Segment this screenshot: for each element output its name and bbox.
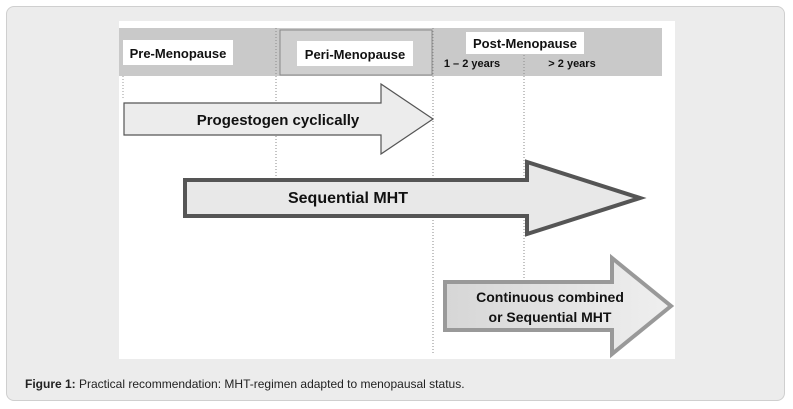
pre-menopause-label: Pre-Menopause [130,46,227,61]
post-menopause-box [466,32,584,54]
progestogen-arrow [123,82,435,156]
progestogen-arrow-label: Progestogen cyclically [197,112,360,129]
post-years-1-2-label: 1 – 2 years [444,58,500,70]
caption-text: Practical recommendation: MHT-regimen ad… [75,377,465,391]
post-years-gt2-label: > 2 years [548,58,595,70]
sequential-mht-arrow [183,159,647,237]
caption-label: Figure 1: [25,377,76,391]
post-menopause-label: Post-Menopause [473,36,577,51]
figure-caption: Figure 1: Practical recommendation: MHT-… [25,377,465,391]
continuous-arrow-label-line2: or Sequential MHT [489,309,612,325]
sequential-mht-arrow-label: Sequential MHT [288,190,408,207]
continuous-arrow-label-line1: Continuous combined [476,289,624,305]
pre-menopause-box [123,40,233,65]
peri-menopause-label: Peri-Menopause [305,47,405,62]
peri-menopause-box [297,41,413,66]
continuous-combined-arrow [443,253,675,359]
